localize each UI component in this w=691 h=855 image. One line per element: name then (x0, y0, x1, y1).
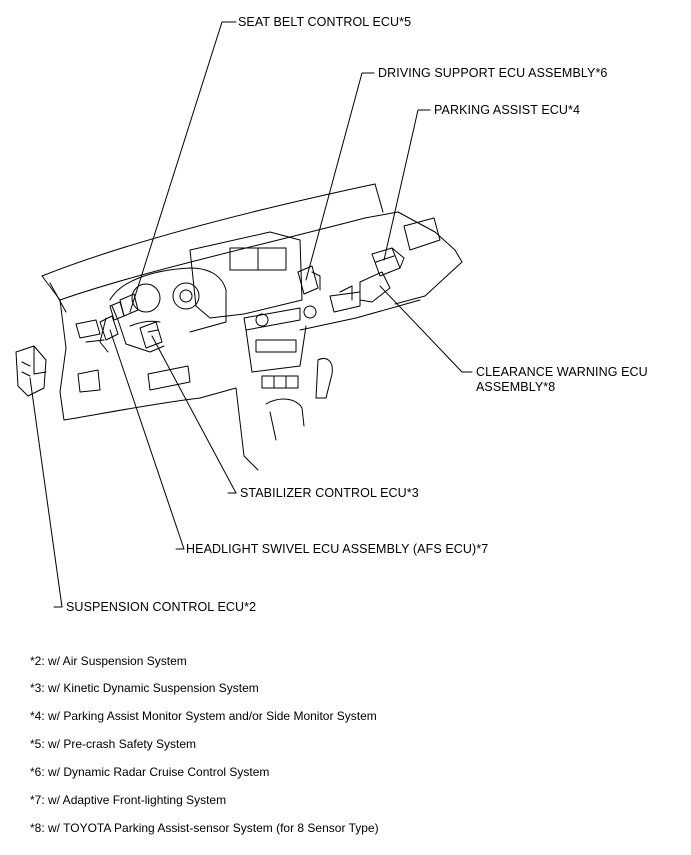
headlight-swivel-ecu-label: HEADLIGHT SWIVEL ECU ASSEMBLY (AFS ECU)*… (186, 542, 489, 556)
footnote-3: *3: w/ Kinetic Dynamic Suspension System (30, 681, 259, 695)
leader-driving-support (306, 73, 374, 280)
parking-assist-ecu-part (372, 248, 404, 276)
stabilizer-control-ecu-part (140, 322, 162, 348)
footnote-4: *4: w/ Parking Assist Monitor System and… (30, 709, 377, 723)
center-console (190, 232, 332, 440)
suspension-control-ecu-label: SUSPENSION CONTROL ECU*2 (66, 600, 257, 614)
leader-stabilizer (152, 336, 236, 493)
driver-side-vents (76, 320, 190, 392)
passenger-dashboard (330, 218, 440, 312)
clearance-warning-ecu-label-line1: CLEARANCE WARNING ECU (476, 365, 648, 379)
dashboard-outline (42, 184, 462, 470)
leader-seat-belt (130, 22, 236, 312)
footnote-7: *7: w/ Adaptive Front-lighting System (30, 793, 227, 807)
headlight-swivel-ecu-part (100, 316, 118, 340)
driving-support-ecu-part (298, 266, 320, 294)
driving-support-ecu-label: DRIVING SUPPORT ECU ASSEMBLY*6 (378, 66, 608, 80)
leader-clearance (380, 286, 472, 372)
leader-parking-assist (384, 110, 430, 260)
footnote-2: *2: w/ Air Suspension System (30, 654, 187, 668)
parking-assist-ecu-label: PARKING ASSIST ECU*4 (434, 103, 581, 117)
seat-belt-control-ecu-part (110, 294, 138, 320)
footnote-8: *8: w/ TOYOTA Parking Assist-sensor Syst… (30, 821, 379, 835)
footnote-5: *5: w/ Pre-crash Safety System (30, 737, 197, 751)
clearance-warning-ecu-part (360, 272, 390, 302)
seat-belt-control-ecu-label: SEAT BELT CONTROL ECU*5 (238, 15, 412, 29)
clearance-warning-ecu-label-line2: ASSEMBLY*8 (476, 380, 556, 394)
footnote-6: *6: w/ Dynamic Radar Cruise Control Syst… (30, 765, 270, 779)
stabilizer-control-ecu-label: STABILIZER CONTROL ECU*3 (240, 486, 419, 500)
suspension-control-ecu-part (16, 346, 46, 396)
leader-suspension (30, 378, 62, 607)
dashboard-ecu-location-illustration (0, 0, 691, 640)
leader-headlight-swivel (110, 330, 184, 549)
leader-lines (30, 22, 472, 607)
steering-column (86, 306, 164, 352)
instrument-cluster (110, 268, 226, 332)
